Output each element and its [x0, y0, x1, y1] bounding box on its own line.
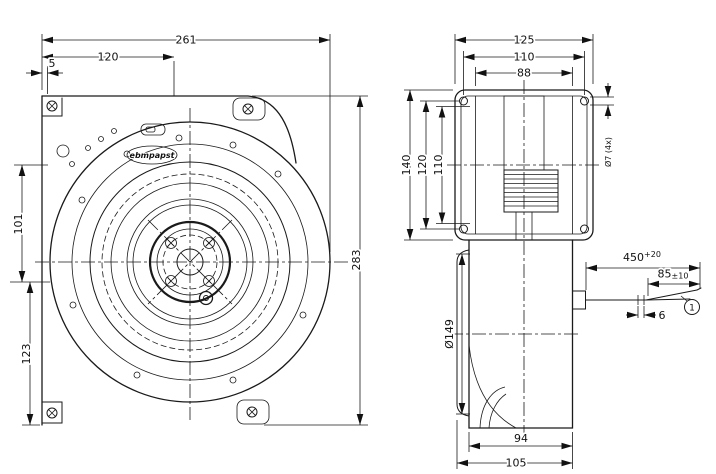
- dim-upper-height: 101: [10, 164, 50, 283]
- svg-text:123: 123: [20, 344, 33, 365]
- svg-text:110: 110: [432, 155, 445, 176]
- vent-grille: [504, 174, 558, 207]
- svg-text:94: 94: [514, 432, 528, 445]
- svg-text:125: 125: [514, 34, 535, 47]
- cable: [572, 287, 702, 310]
- dim-hole-spacing-width: 110: [463, 49, 585, 95]
- dim-housing-depth: 94: [468, 430, 573, 469]
- svg-text:101: 101: [12, 214, 25, 235]
- svg-text:6: 6: [659, 309, 666, 322]
- dim-housing-width: 88: [475, 65, 573, 86]
- dim-flange-width: 125: [454, 32, 594, 84]
- svg-text:110: 110: [514, 51, 535, 64]
- dim-cable-length: 450+20: [585, 248, 701, 290]
- svg-text:88: 88: [517, 67, 531, 80]
- front-view: ebmpapst 261 120 5 101: [10, 32, 368, 426]
- svg-text:120: 120: [98, 51, 119, 64]
- mounting-screws: [46, 100, 258, 419]
- svg-text:5: 5: [49, 57, 56, 70]
- svg-text:85±10: 85±10: [658, 268, 689, 281]
- dim-overall-depth: 105: [456, 420, 573, 471]
- flange-holes: [459, 96, 589, 234]
- callout-circle: [684, 299, 700, 315]
- rating-plate: [140, 123, 166, 136]
- dim-lower-height: 123: [18, 282, 40, 426]
- cable-callout: 1: [680, 295, 700, 315]
- dim-strip-length: 85±10: [647, 266, 700, 296]
- svg-text:140: 140: [400, 155, 413, 176]
- dim-overall-width: 261: [41, 32, 331, 252]
- dim-hole-spacing-height: 120: [414, 100, 459, 230]
- svg-text:1: 1: [689, 304, 695, 314]
- dim-inner-height: 110: [430, 106, 470, 224]
- brand-logo-text: ebmpapst: [130, 151, 176, 160]
- svg-text:261: 261: [176, 34, 197, 47]
- dim-inlet-diameter: Ø149: [441, 253, 470, 415]
- dim-band-width: 6: [626, 306, 667, 324]
- side-view: 125 110 88 140 120: [398, 32, 702, 471]
- svg-text:105: 105: [506, 457, 527, 470]
- svg-text:Ø149: Ø149: [443, 319, 456, 349]
- grease-nipple: [198, 290, 214, 306]
- motor: [503, 95, 559, 240]
- dim-flange-thickness: 5: [26, 55, 63, 94]
- dim-flange-height: 140: [398, 89, 453, 241]
- dim-center-offset: 120: [42, 49, 175, 96]
- rivets: [69, 134, 307, 384]
- inlet-ring: [456, 249, 470, 417]
- dim-overall-height: 283: [252, 95, 368, 426]
- svg-text:450+20: 450+20: [623, 250, 661, 264]
- brand-logo: ebmpapst: [126, 145, 178, 165]
- svg-text:Ø7 (4x): Ø7 (4x): [603, 137, 613, 167]
- dim-mounting-hole: Ø7 (4x): [590, 83, 615, 169]
- motor-hub: [148, 220, 232, 306]
- svg-text:283: 283: [350, 250, 363, 271]
- svg-text:120: 120: [416, 155, 429, 176]
